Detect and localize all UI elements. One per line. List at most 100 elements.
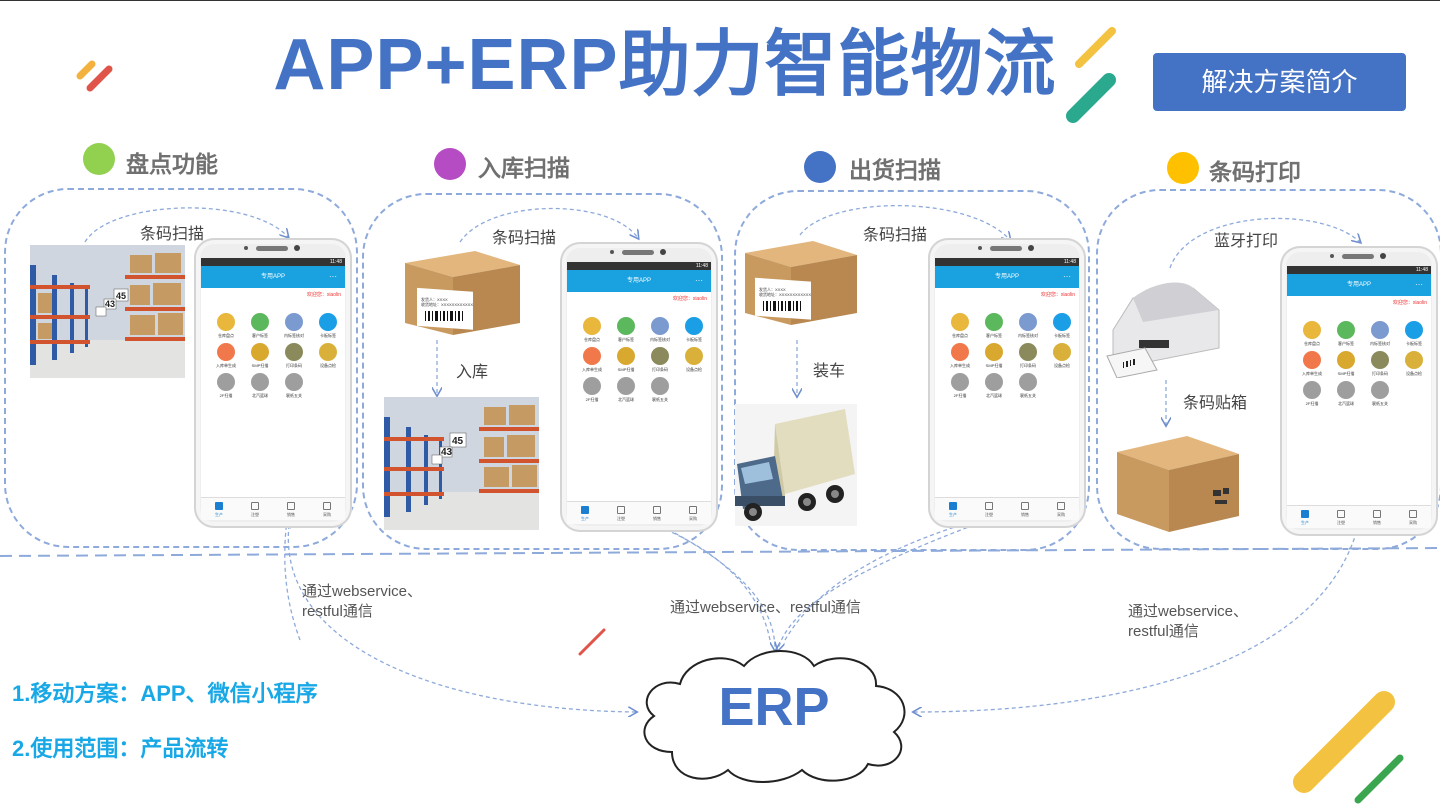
aisle-marker-43: 43 [441,447,453,458]
app-function-label: 设备点检 [1406,371,1422,376]
phone-tab[interactable]: 生产 [567,506,603,522]
app-function-item[interactable]: 内标签核对 [1363,321,1397,347]
phone-tab[interactable]: 注塑 [971,502,1007,518]
app-function-item[interactable]: 内标签核对 [1011,313,1045,339]
tab-icon [689,506,697,514]
app-function-item[interactable]: 2F扫描 [575,377,609,403]
app-function-icon [251,343,269,361]
more-menu-icon[interactable]: ··· [329,272,337,281]
phone-tab[interactable]: 注塑 [237,502,273,518]
app-function-item[interactable]: SMP扫描 [243,343,277,369]
app-function-icon [651,377,669,395]
app-function-label: 打印条码 [286,363,302,368]
app-function-item[interactable]: 裹纸五关 [643,377,677,403]
connection-label-left: 通过webservice、 restful通信 [302,582,422,622]
app-function-item[interactable]: 卡板标签 [677,317,711,343]
phone-tab[interactable]: 销售 [1359,510,1395,526]
decor-orange-stroke-top-left [76,60,96,80]
app-function-item[interactable]: 仓库盘点 [943,313,977,339]
app-function-item[interactable]: 打印条码 [1011,343,1045,369]
status-time: 11:48 [695,263,708,269]
more-menu-icon[interactable]: ··· [695,276,703,285]
app-function-item[interactable]: 设备点检 [1045,343,1079,369]
app-function-item[interactable]: SMP扫描 [977,343,1011,369]
phone-app-bar: 专用APP··· [567,270,711,292]
app-function-icon [651,317,669,335]
app-function-item[interactable]: 裹纸五关 [1363,381,1397,407]
phone-tab[interactable]: 采购 [1043,502,1079,518]
more-menu-icon[interactable]: ··· [1063,272,1071,281]
app-function-icon [217,343,235,361]
app-function-item[interactable]: 入库单生成 [575,347,609,373]
section-label-outbound: 出货扫描 [849,157,941,183]
tab-label: 销售 [653,516,661,521]
app-function-item[interactable]: 内标签核对 [277,313,311,339]
app-function-item[interactable]: 仓库盘点 [575,317,609,343]
phone-tab[interactable]: 采购 [309,502,345,518]
app-function-item[interactable]: 设备点检 [1397,351,1431,377]
phone-tab[interactable]: 生产 [935,502,971,518]
app-function-label: 仓库盘点 [952,333,968,338]
phone-tab[interactable]: 销售 [1007,502,1043,518]
app-function-item[interactable]: 客户标签 [977,313,1011,339]
app-function-item[interactable]: 入库单生成 [209,343,243,369]
phone-tab[interactable]: 采购 [1395,510,1431,526]
label-g2-inbound: 入库 [456,364,489,381]
app-function-item[interactable]: 入库单生成 [943,343,977,369]
app-function-item[interactable]: 北汽篮球 [977,373,1011,399]
welcome-text: 欢迎您：xiaolin [306,292,341,298]
app-function-item[interactable]: 入库单生成 [1295,351,1329,377]
phone-tab[interactable]: 采购 [675,506,711,522]
app-function-item[interactable]: 客户标签 [1329,321,1363,347]
bottom-item-usage-scope: 2.使用范围：产品流转 [12,736,229,761]
app-function-label: 打印条码 [1372,371,1388,376]
app-function-item[interactable]: 北汽篮球 [609,377,643,403]
app-function-icon [285,343,303,361]
app-function-label: 内标签核对 [1370,341,1390,346]
app-function-item[interactable]: 设备点检 [677,347,711,373]
app-function-item[interactable]: 客户标签 [609,317,643,343]
app-function-item[interactable]: SMP扫描 [609,347,643,373]
box-label-line2: 收货地址：XXXXXXXXXXXX [759,291,811,297]
app-function-item[interactable]: 打印条码 [277,343,311,369]
phone-status-bar: 11:48 [567,262,711,270]
label-g4-label-box: 条码贴箱 [1183,395,1248,412]
app-function-label: 裹纸五关 [1372,401,1388,406]
app-function-item[interactable]: 设备点检 [311,343,345,369]
decor-yellow-stroke-bottom [1293,691,1395,793]
tab-icon [287,502,295,510]
arrow-center-right-to-erp [778,514,1001,650]
app-function-item[interactable]: 2F扫描 [1295,381,1329,407]
app-function-label: 入库单生成 [950,363,970,368]
phone-tab[interactable]: 销售 [273,502,309,518]
app-function-item[interactable]: 打印条码 [1363,351,1397,377]
app-function-icon [1405,321,1423,339]
app-function-item[interactable]: 卡板标签 [1397,321,1431,347]
more-menu-icon[interactable]: ··· [1415,280,1423,289]
app-function-item[interactable]: 客户标签 [243,313,277,339]
phone-tab[interactable]: 注塑 [603,506,639,522]
app-function-label: 客户标签 [1338,341,1354,346]
app-function-item[interactable]: 裹纸五关 [1011,373,1045,399]
app-function-item[interactable]: 2F扫描 [943,373,977,399]
app-function-item[interactable]: 打印条码 [643,347,677,373]
app-function-item[interactable]: 北汽篮球 [1329,381,1363,407]
app-function-item[interactable]: 仓库盘点 [1295,321,1329,347]
app-function-item[interactable]: 裹纸五关 [277,373,311,399]
phone-tab[interactable]: 注塑 [1323,510,1359,526]
app-function-item[interactable]: SMP扫描 [1329,351,1363,377]
app-function-item[interactable]: 北汽篮球 [243,373,277,399]
app-function-item[interactable]: 卡板标签 [1045,313,1079,339]
app-function-item[interactable]: 仓库盘点 [209,313,243,339]
phone-tab[interactable]: 生产 [201,502,237,518]
app-function-item[interactable]: 2F扫描 [209,373,243,399]
tab-icon [581,506,589,514]
app-function-item[interactable]: 内标签核对 [643,317,677,343]
phone-tab[interactable]: 销售 [639,506,675,522]
arrow-center-left-to-erp [649,519,775,650]
app-function-icon [1019,343,1037,361]
phone-tab[interactable]: 生产 [1287,510,1323,526]
app-function-item[interactable]: 卡板标签 [311,313,345,339]
phone-app-bar: 专用APP··· [201,266,345,288]
